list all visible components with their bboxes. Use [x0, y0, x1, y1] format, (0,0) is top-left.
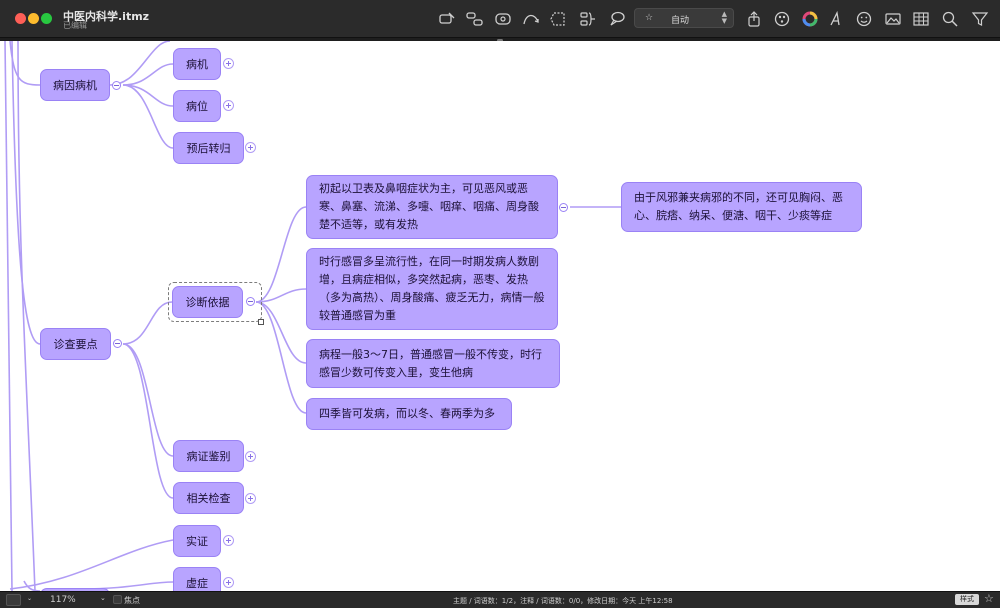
insert-topic-icon[interactable] — [437, 9, 457, 29]
focus-checkbox[interactable] — [113, 595, 122, 604]
star-icon[interactable]: ☆ — [984, 592, 994, 605]
resize-handle[interactable] — [258, 319, 264, 325]
expand-toggle[interactable] — [245, 451, 256, 462]
node-xuzheng[interactable]: 虚症 — [173, 567, 221, 591]
minimize-window-button[interactable] — [28, 13, 39, 24]
node-zhencha-yaodian[interactable]: 诊查要点 — [40, 328, 111, 360]
expand-toggle[interactable] — [223, 577, 234, 588]
share-icon[interactable] — [744, 9, 764, 29]
expand-toggle[interactable] — [223, 535, 234, 546]
theme-selector[interactable]: ☆ 自动 ▲▼ — [634, 8, 734, 28]
document-stats: 主题 / 词语数：1/2，注释 / 词语数：0/0，修改日期：今天 上午12:5… — [453, 597, 673, 605]
relationship-icon[interactable] — [521, 9, 541, 29]
color-icon[interactable] — [800, 9, 820, 29]
collapse-toggle[interactable] — [112, 81, 121, 90]
node-xiangguan-jiancha[interactable]: 相关检查 — [173, 482, 244, 514]
expand-toggle[interactable] — [223, 100, 234, 111]
boundary-icon[interactable] — [548, 9, 568, 29]
callout-icon[interactable] — [607, 9, 627, 29]
table-icon[interactable] — [911, 9, 931, 29]
expand-toggle[interactable] — [223, 58, 234, 69]
chevron-down-icon[interactable]: ⌄ — [27, 595, 33, 602]
zoom-level[interactable]: 117% — [50, 595, 76, 605]
style-icon[interactable] — [772, 9, 792, 29]
expand-toggle[interactable] — [245, 142, 256, 153]
sparkle-icon: ☆ — [645, 13, 654, 23]
sidebar-toggle-icon[interactable] — [6, 594, 21, 606]
node-zhenduan-detail-4[interactable]: 四季皆可发病，而以冬、春两季为多 — [306, 398, 512, 430]
style-panel-button[interactable]: 样式 — [955, 594, 979, 605]
expand-toggle[interactable] — [245, 493, 256, 504]
collapse-toggle[interactable] — [559, 203, 568, 212]
node-zhenduan-yiju[interactable]: 诊断依据 — [172, 286, 243, 318]
node-zhenduan-detail-2[interactable]: 时行感冒多呈流行性，在同一时期发病人数剧增，且病症相似，多突然起病，恶枣、发热（… — [306, 248, 558, 330]
node-bingzheng-jianbie[interactable]: 病证鉴别 — [173, 440, 244, 472]
node-bingwei[interactable]: 病位 — [173, 90, 221, 122]
image-icon[interactable] — [883, 9, 903, 29]
toolbar-grip[interactable] — [497, 39, 503, 42]
node-zhenduan-detail-1-child[interactable]: 由于风邪兼夹病邪的不同，还可见胸闷、恶心、脘痞、纳呆、便溏、咽干、少痰等症 — [621, 182, 862, 232]
node-zhenduan-detail-1[interactable]: 初起以卫表及鼻咽症状为主，可见恶风或恶寒、鼻塞、流涕、多嚏、咽痒、咽痛、周身酸楚… — [306, 175, 558, 239]
theme-selector-value: 自动 — [671, 16, 690, 26]
zoom-window-button[interactable] — [41, 13, 52, 24]
text-icon[interactable] — [826, 9, 846, 29]
close-window-button[interactable] — [15, 13, 26, 24]
search-icon[interactable] — [940, 9, 960, 29]
zoom-chevron-icon[interactable]: ⌄ — [100, 594, 106, 602]
collapse-toggle[interactable] — [113, 339, 122, 348]
document-title: 中医内科学.itmz — [63, 10, 150, 23]
node-yuhou-zhuangui[interactable]: 预后转归 — [173, 132, 244, 164]
emoji-icon[interactable] — [854, 9, 874, 29]
selection-outline — [168, 282, 262, 322]
insert-floating-icon[interactable] — [493, 9, 513, 29]
node-shizheng[interactable]: 实证 — [173, 525, 221, 557]
filter-icon[interactable] — [970, 9, 990, 29]
status-bar: ⌄ 117% ⌄ 焦点 主题 / 词语数：1/2，注释 / 词语数：0/0，修改… — [0, 591, 1000, 608]
focus-label: 焦点 — [124, 596, 140, 605]
node-bingyin-bingji[interactable]: 病因病机 — [40, 69, 110, 101]
node-bingji[interactable]: 病机 — [173, 48, 221, 80]
title-bar: 中医内科学.itmz 已编辑 ☆ 自动 ▲▼ — [0, 0, 1000, 38]
node-zhenduan-detail-3[interactable]: 病程一般3～7日，普通感冒一般不传变，时行感冒少数可传变入里，变生他病 — [306, 339, 560, 388]
mindmap-canvas[interactable]: 病因病机 病机 病位 预后转归 诊查要点 诊断依据 初起以卫表及鼻咽症状为主，可… — [0, 41, 1000, 591]
collapse-toggle[interactable] — [246, 297, 255, 306]
summary-icon[interactable] — [578, 9, 598, 29]
insert-subtopic-icon[interactable] — [465, 9, 485, 29]
document-status: 已编辑 — [63, 21, 87, 30]
chevron-up-down-icon: ▲▼ — [721, 10, 727, 25]
